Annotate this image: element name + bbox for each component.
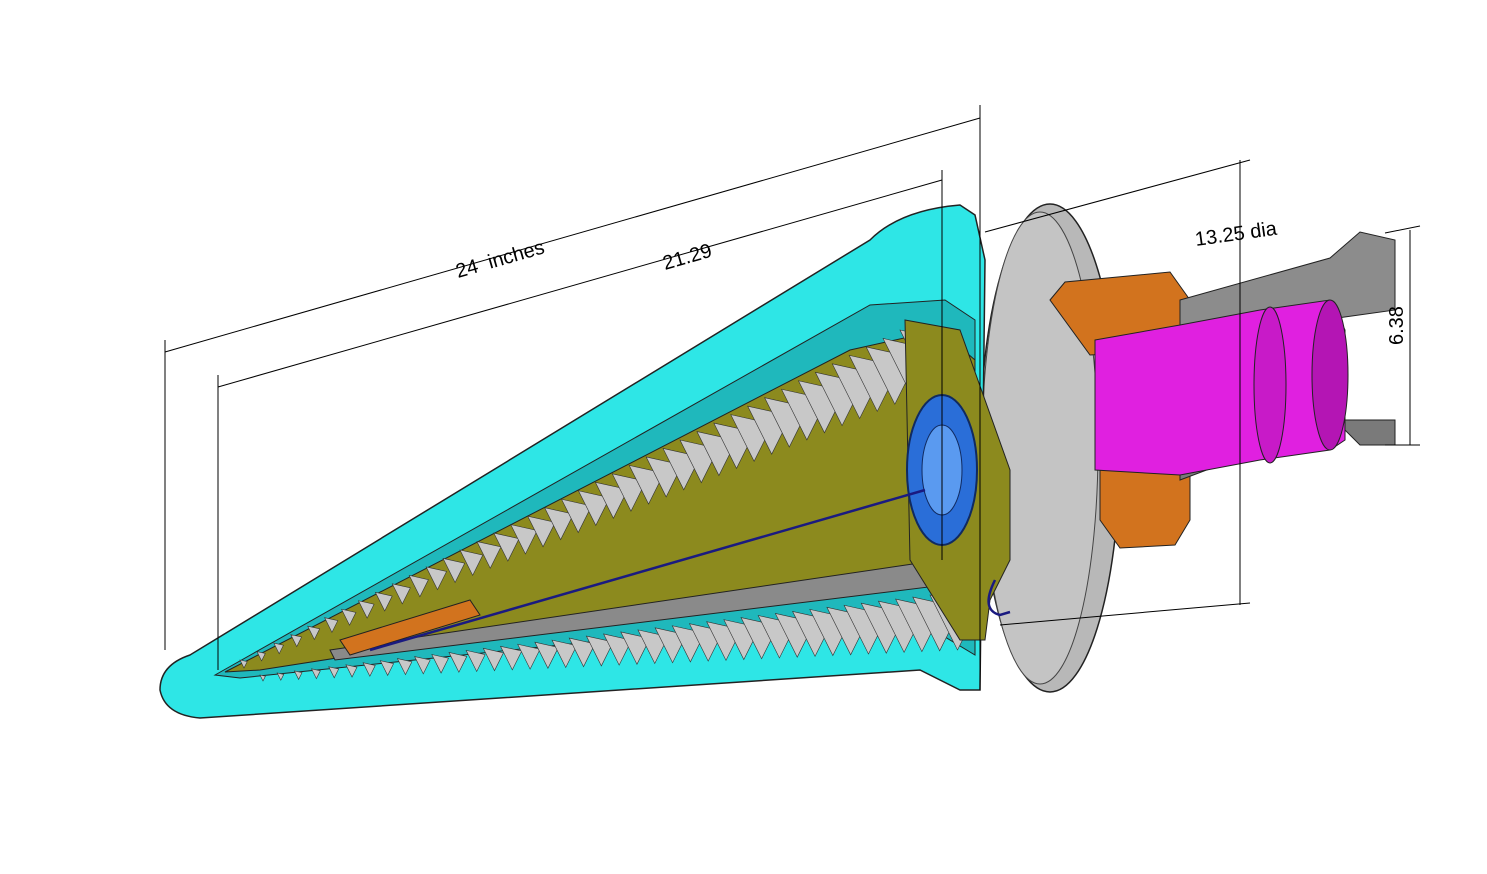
- cable: [369, 488, 926, 652]
- tooth: [459, 549, 484, 577]
- tooth: [534, 641, 559, 669]
- tooth: [276, 672, 285, 681]
- tooth: [362, 662, 376, 677]
- tooth: [499, 645, 523, 671]
- magenta-motor: [1094, 299, 1349, 476]
- label-24-inches: 24 inches: [453, 237, 547, 283]
- tooth: [391, 583, 411, 605]
- tooth: [259, 674, 266, 682]
- tooth: [425, 566, 447, 591]
- tooth: [328, 666, 340, 679]
- tooth: [551, 639, 578, 669]
- tooth: [611, 473, 647, 512]
- tooth: [290, 634, 303, 648]
- label-6-38: 6.38: [1386, 306, 1408, 345]
- tooth: [310, 668, 321, 680]
- tooth: [476, 541, 502, 569]
- tooth: [324, 617, 339, 634]
- tooth: [414, 656, 431, 675]
- tooth: [256, 651, 266, 662]
- tooth: [544, 507, 574, 541]
- tooth: [273, 642, 284, 655]
- tooth: [239, 659, 248, 669]
- tooth: [431, 654, 449, 674]
- tooth: [448, 652, 468, 673]
- tooth: [620, 631, 651, 665]
- dimension-6-38: [1384, 225, 1421, 446]
- tooth: [307, 625, 321, 641]
- dimension-13-25: [984, 159, 1251, 626]
- orange-flange: [1049, 271, 1191, 549]
- tooth: [493, 532, 520, 562]
- dimension-24: [164, 105, 981, 690]
- tooth: [510, 524, 538, 555]
- tooth: [408, 574, 429, 598]
- tooth: [603, 633, 633, 666]
- label-13-25-dia: 13.25 dia: [1194, 218, 1279, 251]
- tooth: [585, 635, 614, 667]
- tooth: [527, 515, 556, 548]
- tooth: [442, 558, 466, 584]
- dimension-21-29: [217, 170, 943, 670]
- tooth: [345, 664, 358, 678]
- tooth: [340, 608, 357, 626]
- label-21-29: 21.29: [660, 240, 714, 275]
- tooth: [482, 647, 504, 672]
- tooth: [396, 658, 413, 676]
- tooth: [568, 637, 596, 668]
- tooth: [379, 660, 395, 677]
- tooth: [374, 591, 393, 612]
- tooth: [594, 481, 629, 519]
- tooth: [465, 649, 486, 673]
- tooth: [560, 498, 592, 534]
- wire-loop: [987, 579, 1011, 617]
- tip-electronics: [339, 599, 481, 656]
- tooth: [293, 670, 303, 681]
- tooth: [577, 490, 611, 527]
- tooth: [357, 600, 375, 619]
- tooth: [517, 643, 541, 670]
